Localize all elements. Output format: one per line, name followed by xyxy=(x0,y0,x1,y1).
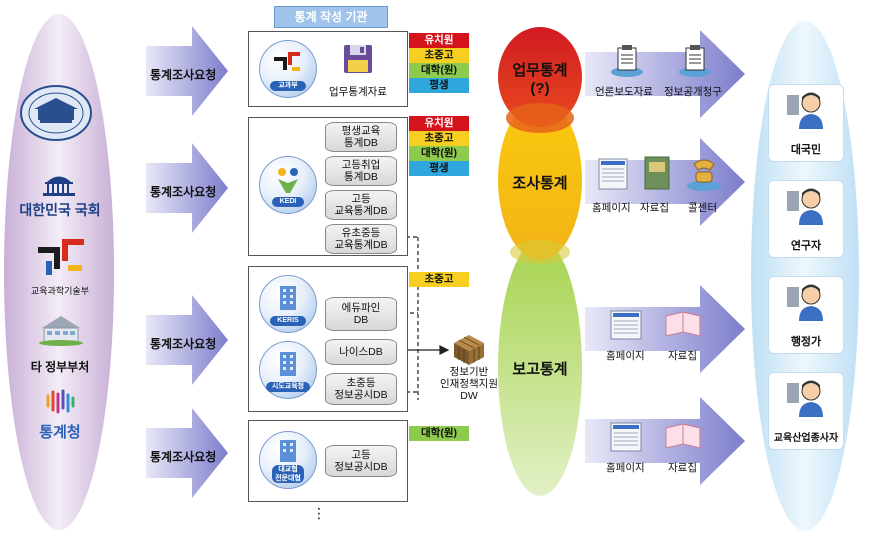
edufine-db: 에듀파인 DB xyxy=(325,297,397,331)
tag-k12: 초중고 xyxy=(409,131,469,146)
education-office-logo-label: 시도교육청 xyxy=(266,382,310,392)
person-icon xyxy=(787,284,823,321)
audience-public-label: 대국민 xyxy=(790,144,822,156)
k12-disclosure-db: 초중등 정보공시DB xyxy=(325,373,397,405)
survey-stats-label: 조사통계 xyxy=(512,175,568,192)
tag-lifelong: 평생 xyxy=(409,78,469,93)
audience-industry: 교육산업종사자 xyxy=(768,372,844,450)
more-indicator: ⋮ xyxy=(312,505,326,521)
request-label-4: 통계조사요청 xyxy=(150,450,217,464)
moest-logo-icon xyxy=(38,237,84,279)
tag-university: 대학(원) xyxy=(409,63,469,78)
institution-kedi: KEDI 평생교육 통계DB 고등취업 통계DB 고등 교육통계DB 유초중등 … xyxy=(248,117,408,256)
kcue-building-icon xyxy=(280,440,296,462)
kcue-logo: 대교협 전문대협 xyxy=(259,431,317,489)
kcue-logo-label: 대교협 전문대협 xyxy=(272,465,304,483)
request-arrows xyxy=(146,26,228,498)
government-building-icon xyxy=(38,310,84,346)
kedi-logo: KEDI xyxy=(259,156,317,214)
audience-researcher-label: 연구자 xyxy=(790,240,822,252)
national-assembly-icon xyxy=(40,170,78,196)
survey-stats-oval xyxy=(498,100,582,260)
request-label-2: 통계조사요청 xyxy=(150,185,217,199)
tag-k12: 초중고 xyxy=(409,48,469,63)
output-homepage-2: 홈페이지 xyxy=(606,350,645,362)
keris-logo-label: KERIS xyxy=(270,316,306,326)
databook-icon xyxy=(644,156,670,190)
press-release-icon xyxy=(610,44,644,78)
output-call-center: 콜센터 xyxy=(688,202,717,214)
report-stats-label: 보고통계 xyxy=(512,361,568,378)
moest-mark-icon xyxy=(274,52,300,71)
moest-logo-label: 교과부 xyxy=(270,81,306,91)
education-office-building-icon xyxy=(280,352,296,376)
kedi-mark-icon xyxy=(278,168,298,193)
lifelong-edu-db: 평생교육 통계DB xyxy=(325,122,397,152)
agency-other-ministries: 타 정부부처 xyxy=(30,360,90,374)
person-icon xyxy=(787,92,823,129)
output-press-release: 언론보도자료 xyxy=(595,86,653,98)
agency-moest: 교육과학기술부 xyxy=(31,286,89,296)
keris-building-icon xyxy=(280,286,296,310)
keris-logo: KERIS xyxy=(259,275,317,333)
k12-edu-db: 유초중등 교육통계DB xyxy=(325,224,397,254)
statistics-korea-logo-icon xyxy=(44,388,76,414)
databook-icon xyxy=(664,420,702,452)
audience-administrator: 행정가 xyxy=(768,276,844,354)
higher-employ-db: 고등취업 통계DB xyxy=(325,156,397,186)
audience-public: 대국민 xyxy=(768,84,844,162)
tag-lifelong: 평생 xyxy=(409,161,469,176)
output-homepage-1: 홈페이지 xyxy=(592,202,631,214)
institution-keris: KERIS 시도교육청 에듀파인 DB 나이스DB 초중등 정보공시DB xyxy=(248,266,408,412)
request-label-3: 통계조사요청 xyxy=(150,337,217,351)
call-center-icon xyxy=(686,156,722,192)
work-stats-oval xyxy=(498,27,582,127)
tag-k12-group3: 초중고 xyxy=(409,272,469,287)
tag-kindergarten: 유치원 xyxy=(409,116,469,131)
audience-administrator-label: 행정가 xyxy=(790,336,822,348)
output-info-request: 정보공개청구 xyxy=(664,86,722,98)
moest-logo: 교과부 xyxy=(259,40,317,98)
homepage-icon xyxy=(610,422,642,452)
education-office-logo: 시도교육청 xyxy=(259,341,317,399)
work-stats-label: 업무통계 (?) xyxy=(512,62,568,97)
output-databook-1: 자료집 xyxy=(640,202,669,214)
agency-statistics-korea: 통계청 xyxy=(39,424,81,441)
homepage-icon xyxy=(610,310,642,340)
dw-cube-icon xyxy=(452,333,486,367)
dw-label: 정보기반 인재정책지원 DW xyxy=(440,366,498,402)
output-databook-3: 자료집 xyxy=(668,462,697,474)
audience-industry-label: 교육산업종사자 xyxy=(773,433,839,444)
report-stats-oval xyxy=(498,240,582,496)
output-homepage-3: 홈페이지 xyxy=(606,462,645,474)
institution-kcue-kcce: 대교협 전문대협 고등 정보공시DB xyxy=(248,420,408,502)
section-header: 통계 작성 기관 xyxy=(274,6,388,28)
blue-house-seal-icon xyxy=(20,84,92,142)
audience-researcher: 연구자 xyxy=(768,180,844,258)
info-request-icon xyxy=(678,44,712,78)
neis-db: 나이스DB xyxy=(325,339,397,365)
floppy-disk-icon xyxy=(343,44,373,74)
tag-kindergarten: 유치원 xyxy=(409,33,469,48)
kedi-logo-label: KEDI xyxy=(272,197,304,207)
person-icon xyxy=(787,188,823,225)
higher-edu-db: 고등 교육통계DB xyxy=(325,190,397,220)
work-stats-data: 업무통계자료 xyxy=(329,86,387,98)
agency-national-assembly: 대한민국 국회 xyxy=(19,202,101,218)
level-tags-2: 유치원 초중고 대학(원) 평생 xyxy=(409,116,469,176)
homepage-icon xyxy=(598,158,628,190)
tag-university-group4: 대학(원) xyxy=(409,426,469,441)
level-tags-1: 유치원 초중고 대학(원) 평생 xyxy=(409,33,469,93)
tag-university: 대학(원) xyxy=(409,146,469,161)
person-icon xyxy=(787,380,823,417)
agency-backdrop xyxy=(4,14,114,530)
output-databook-2: 자료집 xyxy=(668,350,697,362)
institution-moest: 교과부 업무통계자료 xyxy=(248,31,408,107)
request-label-1: 통계조사요청 xyxy=(150,68,217,82)
higher-disclosure-db: 고등 정보공시DB xyxy=(325,445,397,477)
databook-icon xyxy=(664,308,702,340)
